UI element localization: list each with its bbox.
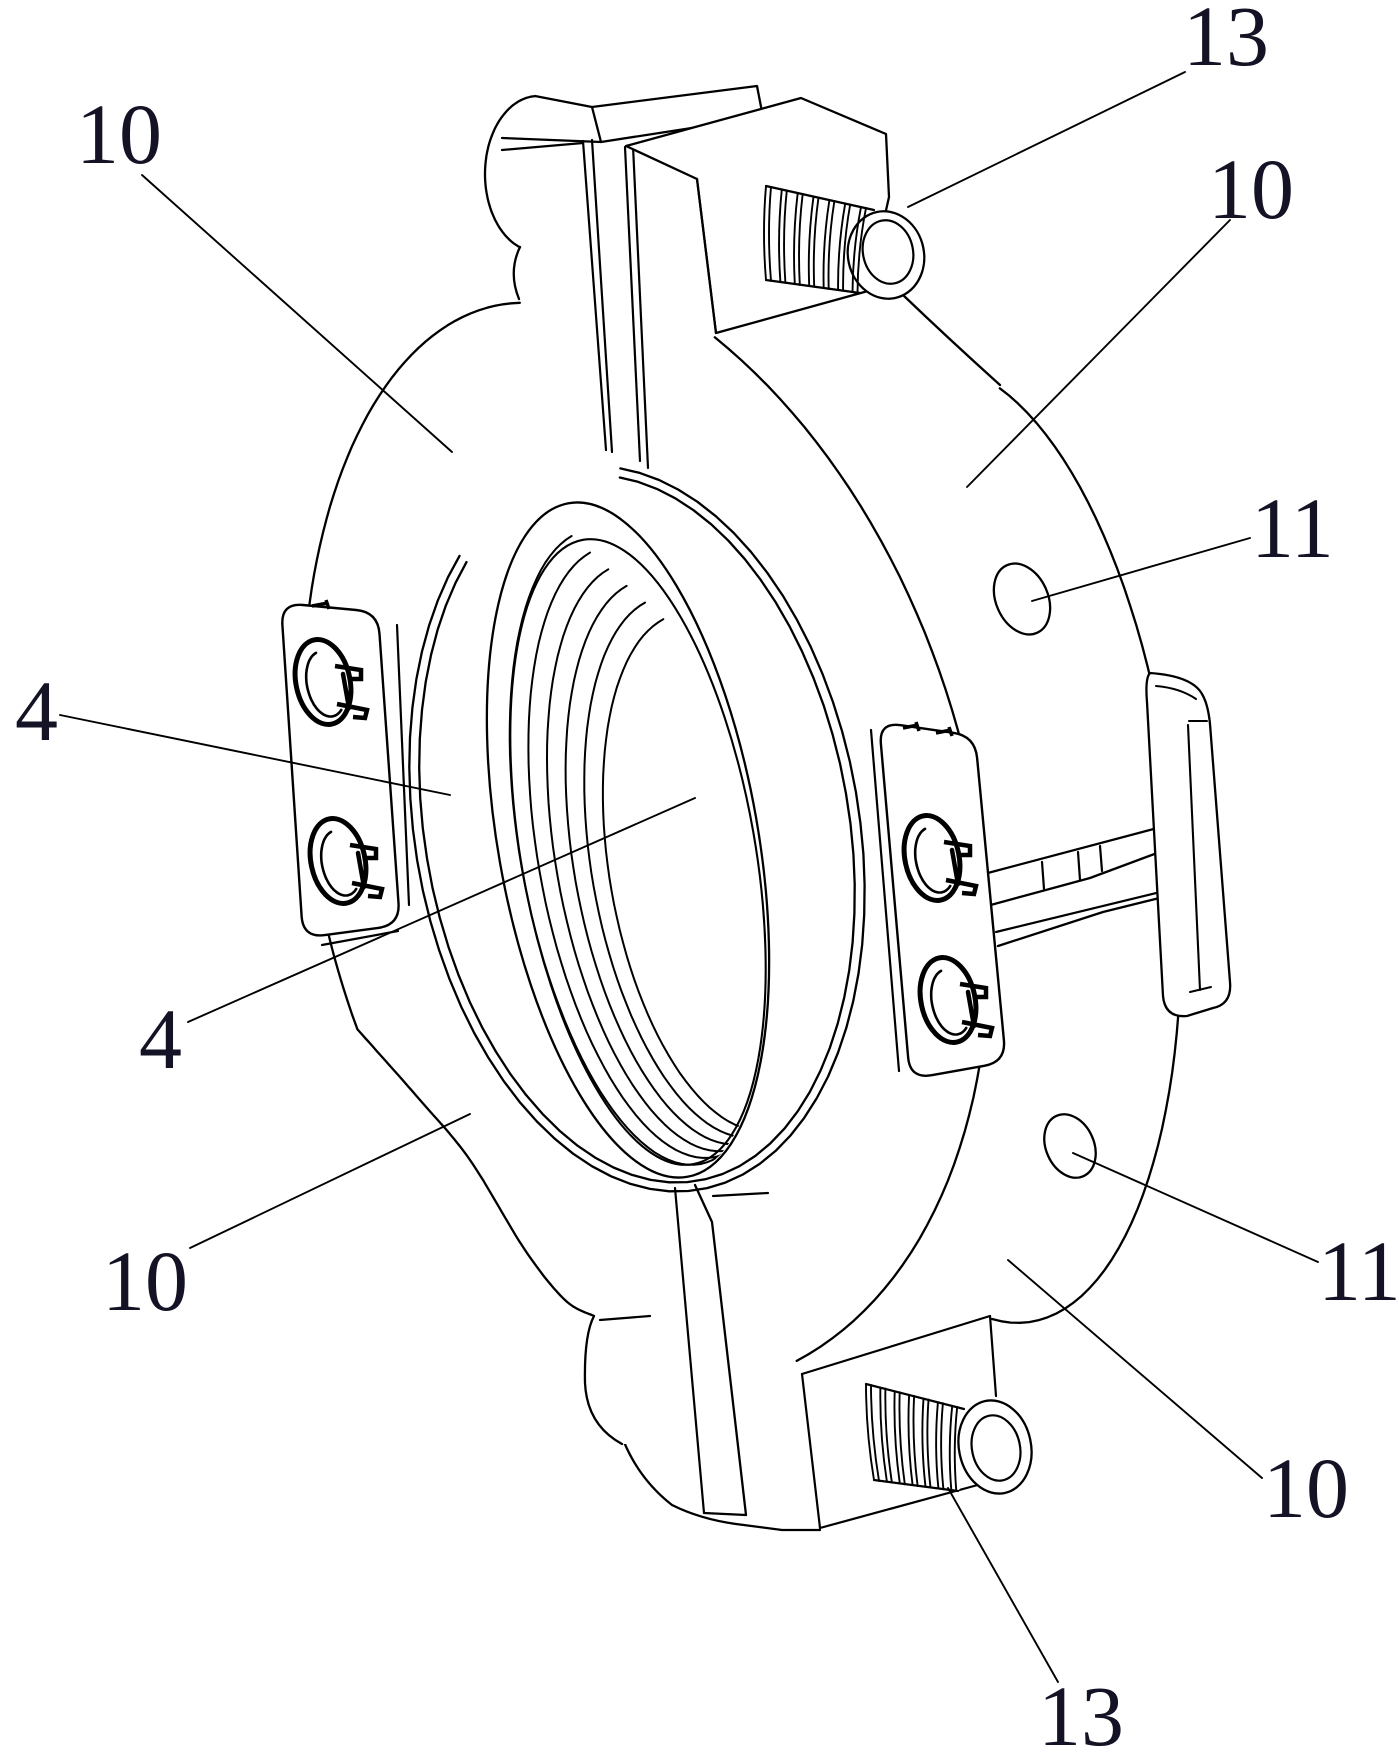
svg-text:13: 13 [1038, 1668, 1124, 1755]
svg-text:10: 10 [1263, 1440, 1349, 1536]
svg-text:10: 10 [1208, 141, 1294, 237]
svg-text:11: 11 [1318, 1223, 1399, 1319]
svg-text:4: 4 [15, 663, 58, 759]
svg-text:10: 10 [76, 86, 162, 182]
svg-text:10: 10 [102, 1233, 188, 1329]
svg-text:4: 4 [139, 991, 182, 1087]
svg-text:11: 11 [1251, 480, 1334, 576]
svg-text:13: 13 [1183, 0, 1269, 84]
